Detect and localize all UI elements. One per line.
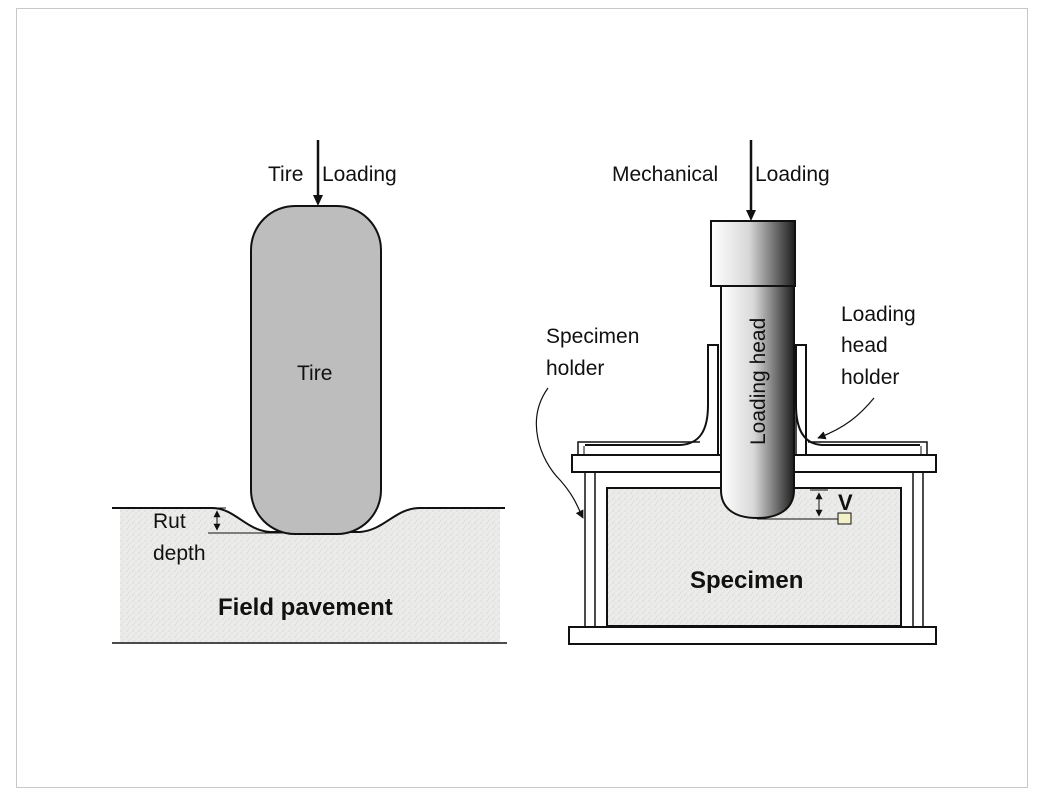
loading-head-holder-label-1: Loading	[841, 303, 916, 326]
top-plate-bracket-left	[577, 441, 700, 455]
loading-head-holder-label-2: head	[841, 334, 888, 357]
loading-head-cap	[710, 220, 796, 287]
loading-head-holder-label-3: holder	[841, 366, 899, 389]
specimen-holder-label-1: Specimen	[546, 325, 639, 348]
mechanical-loading-label-2: Loading	[755, 163, 830, 186]
field-pavement-panel: Tire Loading Tire Rut depth Field paveme…	[112, 140, 507, 644]
slide-frame	[16, 8, 1028, 788]
base-plate	[568, 626, 937, 645]
tire-loading-arrowhead	[313, 195, 323, 206]
tire-loading-label-2: Loading	[322, 163, 397, 186]
specimen-holder-leader	[535, 387, 584, 519]
pavement-body	[120, 508, 500, 642]
loading-head-holder-leader	[817, 397, 875, 440]
mechanical-loading-arrowhead	[746, 210, 756, 221]
top-plate-bracket-right	[808, 441, 928, 455]
rut-label-1: Rut	[153, 510, 186, 533]
specimen-label: Specimen	[690, 567, 803, 594]
tire-label: Tire	[297, 362, 332, 385]
mechanical-loading-label-1: Mechanical	[612, 163, 718, 186]
specimen-holder-label-2: holder	[546, 357, 604, 380]
lab-test-panel: Mechanical Loading Specimen holder Loadi…	[535, 140, 937, 645]
loading-head-label: Loading head	[747, 318, 770, 445]
tire-shape	[250, 205, 382, 535]
loading-head	[720, 284, 795, 520]
frame-post-right	[912, 471, 924, 629]
frame-post-left	[584, 471, 596, 629]
rut-label-2: depth	[153, 542, 206, 565]
tire-loading-label-1: Tire	[268, 163, 303, 186]
lvdt-label: V	[838, 490, 853, 515]
field-pavement-label: Field pavement	[218, 594, 393, 621]
lvdt-sensor	[837, 512, 852, 525]
